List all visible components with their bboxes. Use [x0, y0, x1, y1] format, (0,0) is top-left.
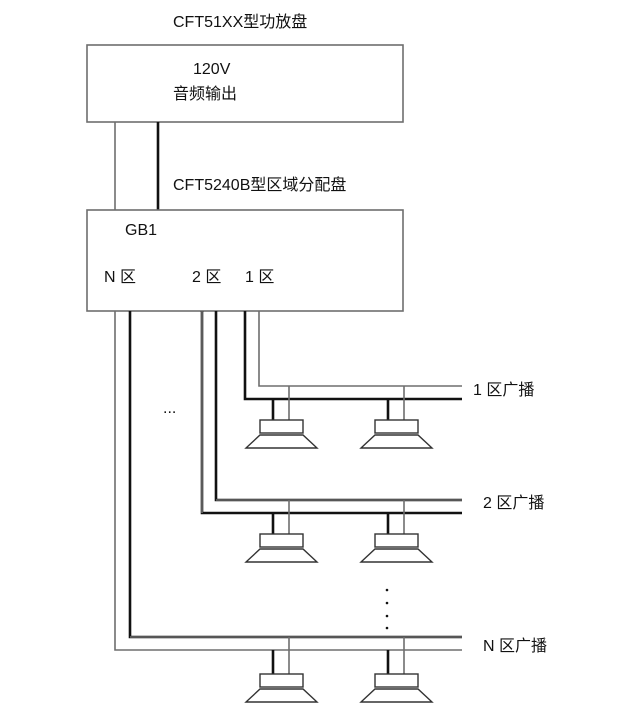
- zones-ellipsis-vertical: [385, 588, 389, 630]
- amplifier-voltage: 120V: [193, 61, 231, 78]
- zoneN-label: N 区广播: [483, 637, 547, 655]
- speaker-magnet: [374, 533, 419, 548]
- speaker-cone: [359, 434, 434, 449]
- speaker-magnet: [374, 673, 419, 688]
- ellipsis-dot: [385, 614, 389, 618]
- speaker-magnet: [259, 419, 304, 434]
- zone2-label: 2 区广播: [483, 494, 544, 512]
- ellipsis-dot: [385, 588, 389, 592]
- zone2-wire-inner: [214, 311, 462, 502]
- speaker-cone: [359, 548, 434, 563]
- speaker-magnet: [259, 673, 304, 688]
- amplifier-output-label: 音频输出: [173, 85, 237, 103]
- speaker-magnet: [374, 419, 419, 434]
- zoneN-wire-inner: [128, 311, 462, 639]
- ellipsis-dot: [385, 601, 389, 605]
- distributor-box: [86, 209, 404, 312]
- distributor-id: GB1: [125, 222, 157, 239]
- zoneN-wire-outer: [114, 311, 462, 651]
- zone2-wire-outer: [200, 311, 462, 515]
- zones-ellipsis-horizontal: ...: [163, 400, 176, 417]
- speaker-cone: [244, 548, 319, 563]
- speaker-icon: [244, 386, 319, 449]
- speaker-icon: [244, 637, 319, 703]
- speaker-cone: [359, 688, 434, 703]
- speaker-icon: [359, 386, 434, 449]
- speaker-icon: [359, 500, 434, 563]
- amplifier-title: CFT51XX型功放盘: [173, 12, 307, 31]
- amplifier-box: [86, 44, 404, 123]
- zone1-wire-thick: [243, 311, 462, 401]
- port-label-n: N 区: [104, 269, 136, 286]
- speaker-cone: [244, 434, 319, 449]
- speaker-magnet: [259, 533, 304, 548]
- port-label-1: 1 区: [245, 269, 274, 286]
- speaker-icon: [359, 637, 434, 703]
- speaker-icon: [244, 500, 319, 563]
- zone1-wire-thin: [258, 311, 462, 387]
- distributor-title: CFT5240B型区域分配盘: [173, 175, 346, 194]
- speaker-cone: [244, 688, 319, 703]
- ellipsis-dot: [385, 626, 389, 630]
- speakers-group: [244, 386, 434, 703]
- zone1-label: 1 区广播: [473, 381, 534, 399]
- port-label-2: 2 区: [192, 269, 221, 286]
